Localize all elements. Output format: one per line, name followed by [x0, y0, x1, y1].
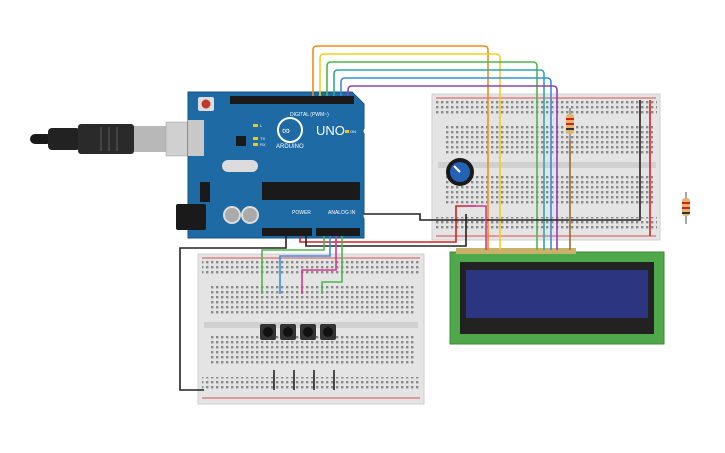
- resistor[interactable]: [566, 108, 574, 140]
- digital-header[interactable]: [230, 96, 354, 104]
- analog-header[interactable]: [316, 228, 360, 236]
- wires-analog-to-buttons[interactable]: [261, 236, 343, 294]
- arduino-brand-label: ARDUINO: [276, 144, 304, 150]
- power-header-label: POWER: [292, 210, 311, 216]
- push-button[interactable]: [260, 324, 276, 340]
- wires-power[interactable]: [179, 100, 651, 391]
- arduino-uno-board[interactable]: ∞ UNO ARDUINO DIGITAL (PWM~) TX RX L ON …: [176, 91, 371, 239]
- push-button[interactable]: [280, 324, 296, 340]
- analog-header-label: ANALOG IN: [328, 210, 356, 216]
- arduino-logo: [277, 117, 303, 143]
- uno-label: UNO: [316, 123, 345, 138]
- push-button[interactable]: [320, 324, 336, 340]
- breadboard-main[interactable]: [431, 93, 661, 241]
- svg-text:∞: ∞: [282, 125, 290, 137]
- wires-button-ground[interactable]: [273, 370, 335, 390]
- power-header[interactable]: [262, 228, 312, 236]
- rx-label: RX: [260, 142, 266, 147]
- l-label: L: [260, 123, 263, 128]
- resistor-loose[interactable]: [682, 192, 690, 224]
- on-label: ON: [350, 129, 356, 134]
- tx-label: TX: [260, 136, 265, 141]
- usb-cable[interactable]: [30, 121, 195, 157]
- digital-header-label: DIGITAL (PWM~): [290, 112, 329, 118]
- wires-digital-to-lcd[interactable]: [312, 45, 558, 250]
- potentiometer[interactable]: [446, 158, 474, 186]
- power-jack[interactable]: [176, 204, 206, 230]
- push-button[interactable]: [300, 324, 316, 340]
- lcd-display[interactable]: [449, 248, 665, 345]
- microcontroller-chip: [262, 182, 360, 200]
